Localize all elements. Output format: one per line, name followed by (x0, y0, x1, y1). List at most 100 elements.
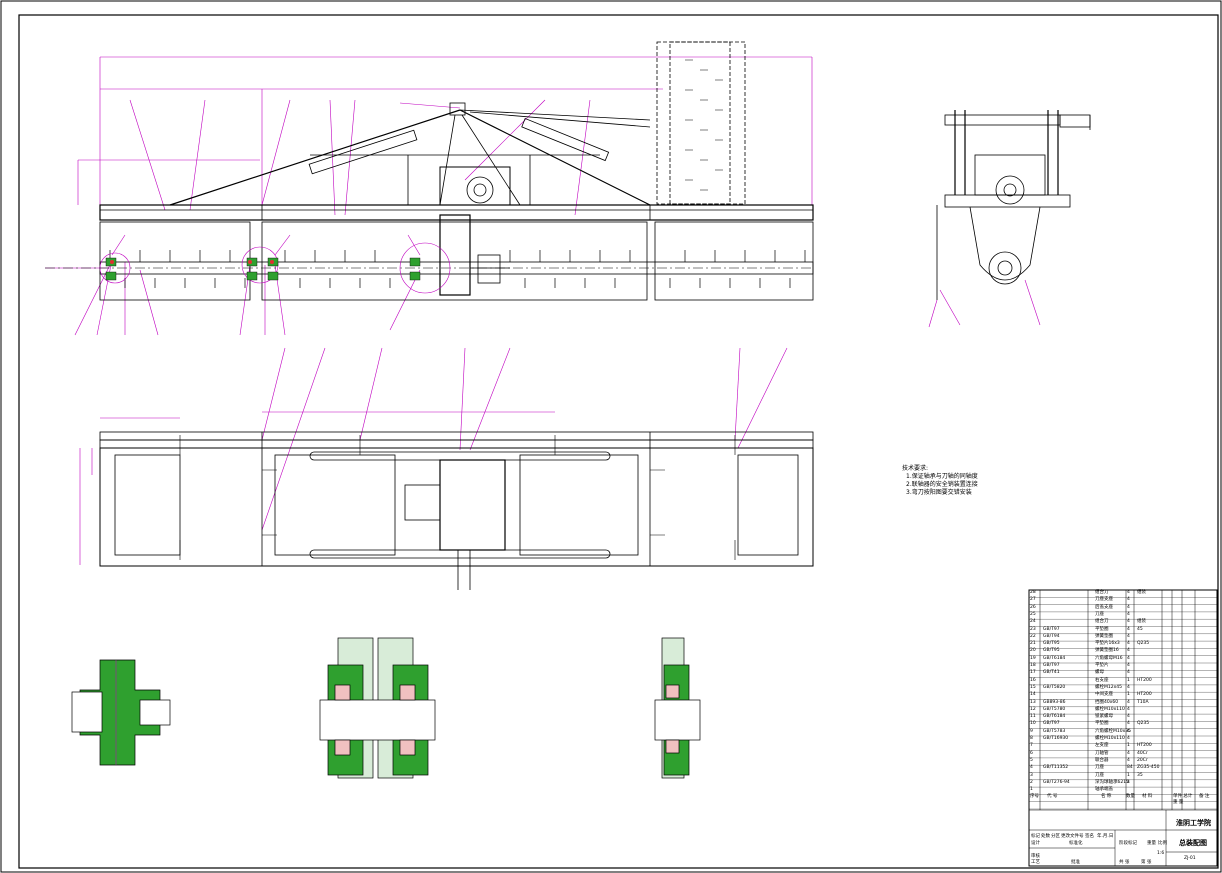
drawing-name: 总装配图 (1179, 839, 1207, 847)
parts-cell-no: 8 (1030, 736, 1033, 741)
parts-cell-no: 28 (1030, 590, 1036, 595)
parts-cell-no: 12 (1030, 706, 1036, 712)
sign-label: 签名 (1085, 834, 1094, 839)
parts-cell-name: 右支座 (1095, 677, 1109, 683)
parts-cell-name: 组合刀 (1095, 590, 1109, 595)
title-block-grid (1028, 589, 1218, 867)
parts-cell-no: 24 (1030, 619, 1036, 625)
parts-cell-no: 9 (1030, 728, 1033, 734)
parts-cell-qty: 4 (1127, 757, 1130, 763)
parts-cell-name: 刀座 (1095, 611, 1104, 617)
date-label: 年.月.日 (1097, 834, 1114, 839)
parts-cell-no: 25 (1030, 611, 1036, 617)
parts-cell-qty: 4 (1127, 714, 1130, 720)
parts-cell-name: 平垫圈 (1095, 721, 1109, 727)
parts-cell-name: 螺母 (1095, 670, 1104, 676)
parts-cell-qty: 4 (1127, 641, 1130, 647)
parts-cell-no: 11 (1030, 714, 1036, 720)
parts-cell-qty: 1 (1127, 677, 1130, 683)
header-remark: 备 注 (1199, 794, 1210, 799)
parts-cell-material: 组装 (1137, 619, 1146, 625)
parts-cell-no: 4 (1030, 765, 1033, 771)
sheet-number: 第 张 (1141, 860, 1152, 865)
technical-requirement-item: 1.保证轴承与刀轴的同轴度 (906, 473, 978, 480)
parts-cell-no: 26 (1030, 604, 1036, 610)
parts-cell-no: 2 (1030, 779, 1033, 785)
parts-cell-code: GB/T276-94 (1043, 779, 1070, 785)
parts-cell-code: GB/T97 (1043, 663, 1060, 668)
header-material: 材 料 (1142, 794, 1153, 799)
parts-cell-name: 轴承端盖 (1095, 787, 1113, 793)
scale-value: 1:6 (1157, 851, 1165, 856)
header-no: 序号 (1030, 794, 1039, 799)
parts-list-row: 25 刀座 4 (1029, 612, 1217, 618)
technical-requirements: 技术要求: 1.保证轴承与刀轴的同轴度 2.联轴器的安全销装置连接 3.弯刀按阳… (902, 465, 978, 497)
parts-cell-qty: 4 (1127, 648, 1130, 654)
parts-cell-no: 1 (1030, 787, 1033, 793)
sheet-total: 共 张 (1119, 860, 1130, 865)
parts-cell-qty: 4 (1127, 684, 1130, 690)
parts-cell-no: 13 (1030, 699, 1036, 705)
parts-cell-qty: 1 (1127, 772, 1130, 778)
inner-border (18, 14, 1219, 869)
parts-cell-name: 弹簧垫圈16 (1095, 648, 1119, 654)
parts-cell-material: 35 (1137, 772, 1143, 778)
parts-cell-code: GB/T5820 (1043, 684, 1066, 690)
parts-cell-qty: 4 (1127, 721, 1130, 727)
parts-cell-no: 22 (1030, 633, 1036, 639)
parts-cell-no: 5 (1030, 757, 1033, 763)
parts-cell-code: GB893-86 (1043, 699, 1066, 705)
parts-list-header: 序号 代 号 名 称 数量 材 料 单件 总计 重 量 备 注 (1029, 794, 1217, 805)
parts-cell-qty: 4 (1127, 597, 1130, 603)
parts-cell-name: 刀座支座 (1095, 597, 1113, 603)
parts-cell-no: 20 (1030, 648, 1036, 654)
parts-cell-qty: 4 (1127, 611, 1130, 617)
parts-list-row: 1 轴承端盖 (1029, 787, 1217, 793)
approve-label: 批准 (1071, 860, 1080, 865)
parts-cell-qty: 4 (1127, 604, 1130, 610)
section-details (71, 637, 701, 779)
parts-cell-qty: 4 (1127, 728, 1130, 734)
parts-cell-qty: 1 (1127, 692, 1130, 698)
parts-cell-name: 后盖支座 (1095, 604, 1113, 610)
parts-cell-qty: 4 (1127, 670, 1130, 676)
parts-list-row: 20 GB/T95 弹簧垫圈16 4 (1029, 648, 1217, 654)
parts-cell-name: 六角螺母M16 (1095, 655, 1123, 661)
parts-cell-no: 14 (1030, 692, 1036, 698)
parts-cell-name: 联合器 (1095, 757, 1109, 763)
header-unit-weight: 单件 总计 (1173, 794, 1193, 799)
scale-label: 比例 (1158, 841, 1167, 846)
parts-cell-code: GB/T95 (1043, 648, 1060, 654)
parts-cell-no: 6 (1030, 750, 1033, 756)
change-label: 更改文件号 (1061, 834, 1084, 839)
parts-cell-material: 20Cr (1137, 757, 1148, 763)
parts-list-row: 24 组合刀 4 组装 (1029, 619, 1217, 625)
header-code: 代 号 (1047, 794, 1058, 799)
parts-cell-no: 19 (1030, 655, 1036, 661)
parts-cell-qty: 1 (1127, 743, 1130, 749)
parts-cell-name: 深沟球轴承6215 (1095, 779, 1129, 785)
parts-cell-material: 45 (1137, 626, 1143, 632)
parts-cell-material: T10A (1137, 699, 1149, 705)
parts-cell-no: 27 (1030, 597, 1036, 603)
parts-cell-qty: 4 (1127, 619, 1130, 625)
top-view (79, 347, 814, 590)
technical-requirements-heading: 技术要求: (902, 465, 929, 472)
mark-label: 标记 (1031, 834, 1040, 839)
count-label: 处数 (1041, 834, 1050, 839)
parts-cell-name: 组合刀 (1095, 619, 1109, 625)
parts-cell-name: 中间支座 (1095, 692, 1113, 698)
